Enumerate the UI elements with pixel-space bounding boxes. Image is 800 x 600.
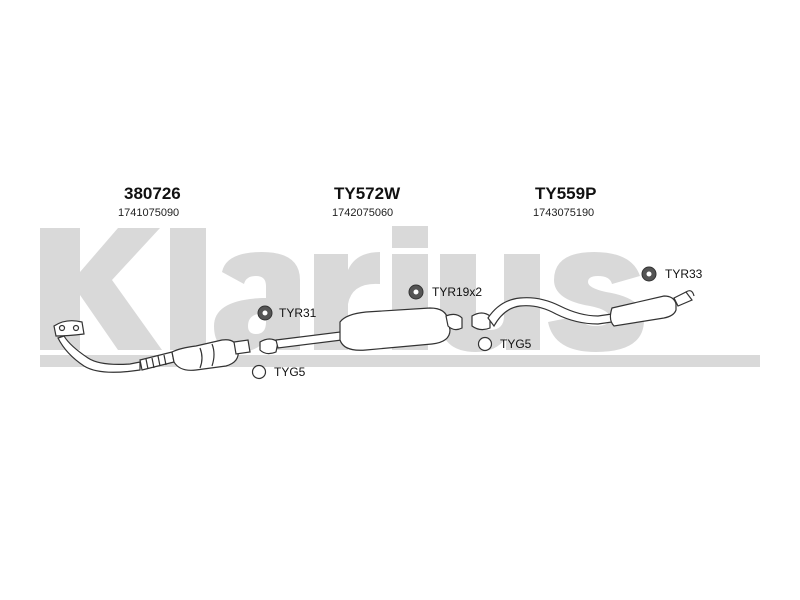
gasket-ring-icon: [251, 364, 267, 380]
section-1-front-pipe: [53, 320, 251, 373]
rubber-hanger-icon: [408, 284, 424, 300]
fitting-label-tyr33: TYR33: [665, 267, 703, 281]
fitting-label-tyr31: TYR31: [279, 306, 317, 320]
watermark-letter-l: [170, 228, 206, 350]
watermark-letter-k: [40, 228, 162, 350]
watermark-letter-r: [314, 252, 380, 350]
watermark-letter-a: [214, 252, 300, 352]
section-2-part-number: 1742075060: [332, 207, 394, 219]
fitting-label-tyr19x2: TYR19x2: [432, 285, 483, 299]
rear-silencer-body: [609, 295, 677, 327]
section-2-code: TY572W: [334, 184, 401, 203]
front-pipe-outlet-flange: [233, 339, 251, 355]
section-2-center-silencer: [259, 307, 463, 355]
rubber-hanger-icon: [257, 305, 273, 321]
center-silencer-body: [339, 307, 451, 351]
section-1-part-number: 1741075090: [118, 207, 180, 219]
watermark-letter-s: [548, 252, 644, 352]
section-3-rear-silencer: [471, 290, 695, 331]
rubber-hanger-icon: [641, 266, 657, 282]
section-1-code: 380726: [124, 184, 181, 203]
front-pipe-flex: [139, 351, 175, 371]
fitting-label-tyg5-right: TYG5: [500, 337, 532, 351]
center-inlet-flange: [259, 338, 279, 355]
gasket-ring-icon: [477, 336, 493, 352]
fitting-label-tyg5-left: TYG5: [274, 365, 306, 379]
front-pipe-tube: [57, 335, 141, 373]
section-3-part-number: 1743075190: [533, 207, 595, 219]
watermark-letter-u: [440, 254, 540, 352]
rear-inlet-flange: [471, 312, 491, 331]
rear-tailpipe: [673, 291, 693, 307]
front-pipe-flange: [53, 320, 85, 337]
watermark-letter-i-dot: [392, 226, 428, 248]
section-3-code: TY559P: [535, 184, 597, 203]
center-outlet-flange: [445, 313, 463, 331]
